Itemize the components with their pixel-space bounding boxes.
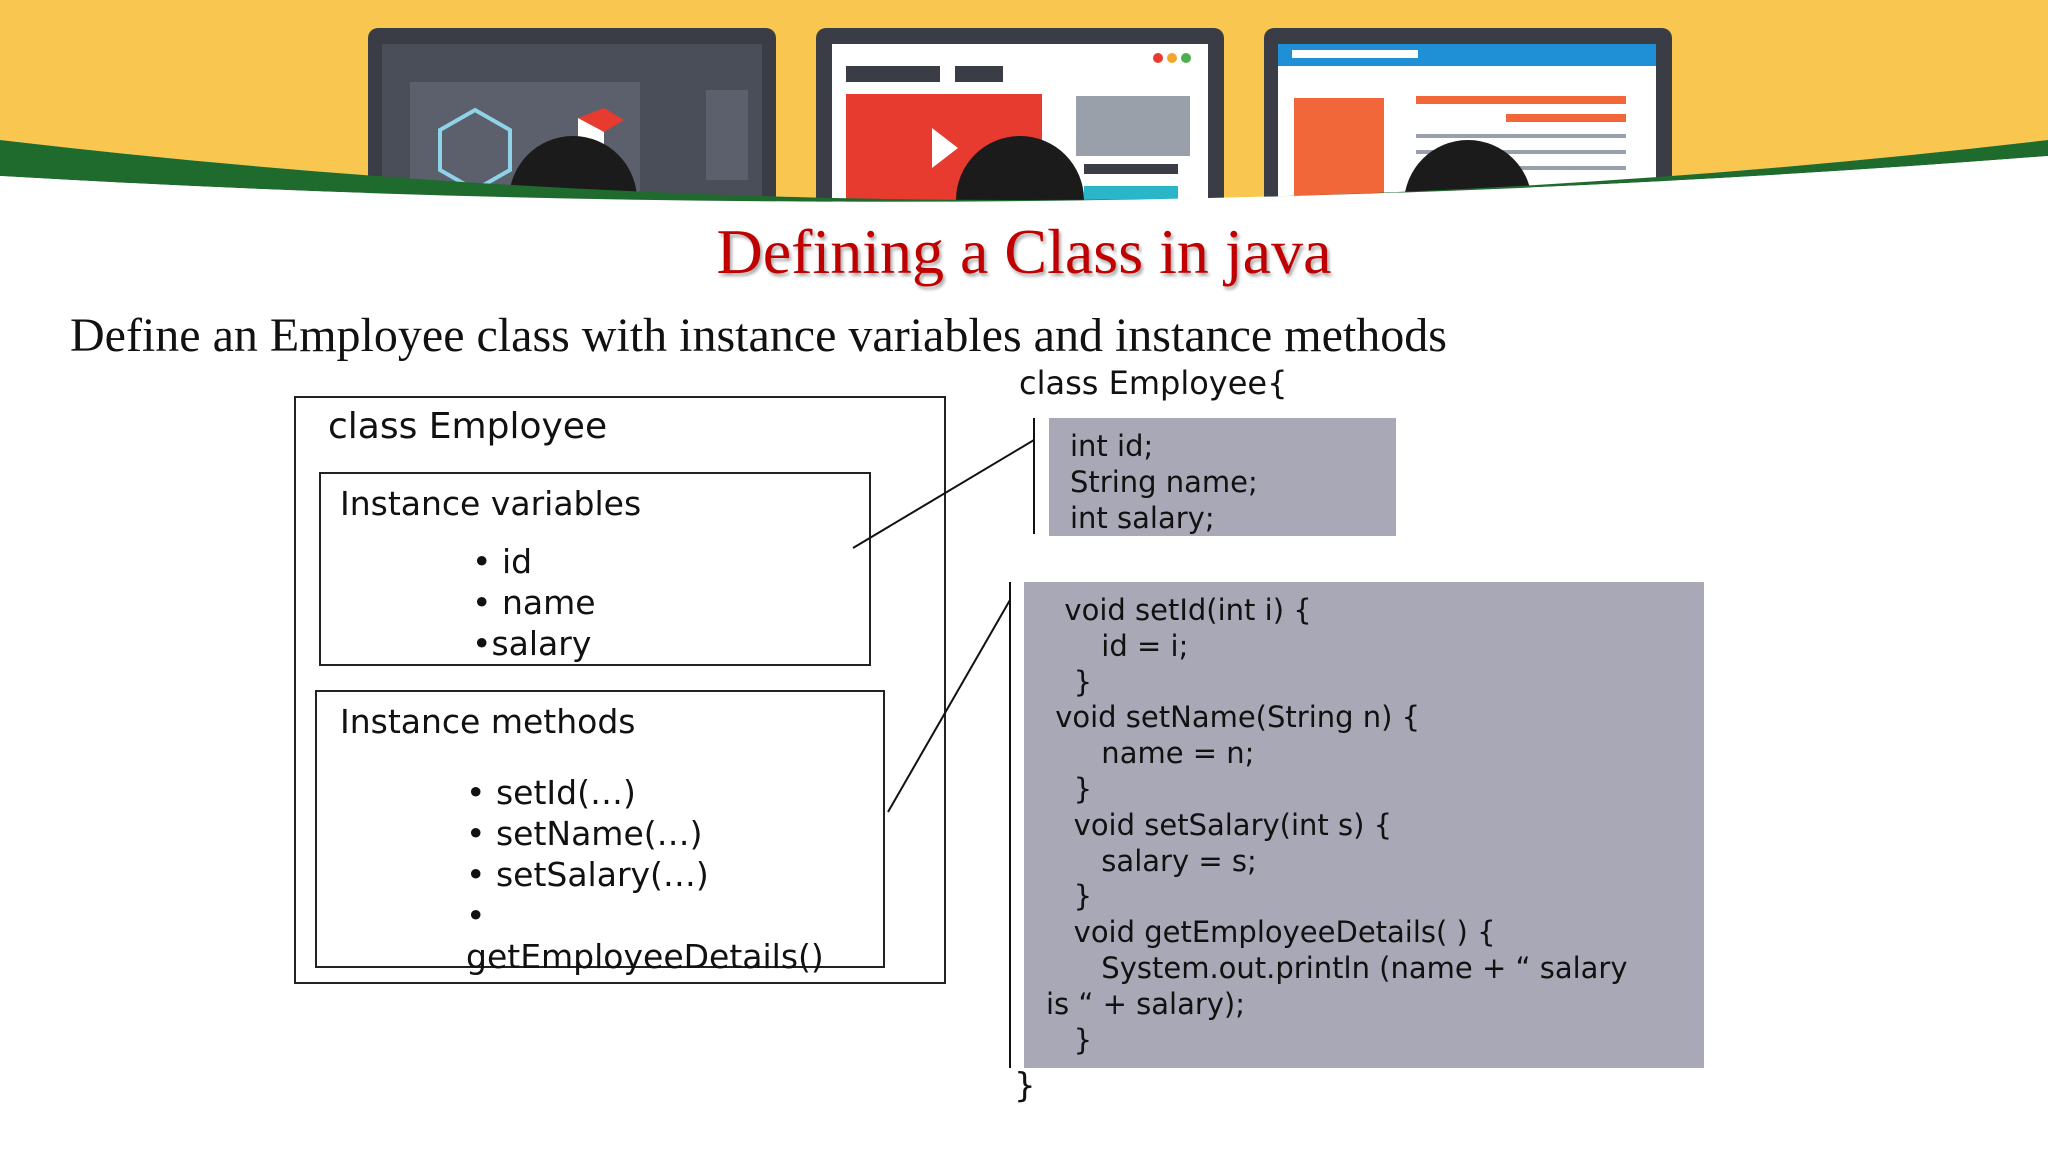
list-item: getEmployeeDetails() xyxy=(466,937,824,976)
code-line: void setName(String n) { xyxy=(1046,700,1421,735)
code-line: } xyxy=(1046,879,1093,914)
instance-methods-box xyxy=(315,690,885,968)
code-line: int salary; xyxy=(1070,500,1215,535)
instance-variables-box xyxy=(319,472,871,666)
code-line: } xyxy=(1046,771,1093,806)
code-line: String name; xyxy=(1070,464,1258,499)
code-line: System.out.println (name + “ salary xyxy=(1046,950,1628,985)
code-closing-brace: } xyxy=(1014,1066,1036,1106)
code-line: void setId(int i) { xyxy=(1046,593,1312,627)
code-line: int id; xyxy=(1070,429,1154,463)
code-line: void setSalary(int s) { xyxy=(1046,807,1393,842)
list-item: • setId(…) xyxy=(466,773,636,812)
slide-title: Defining a Class in java xyxy=(716,216,1332,287)
slide-subtitle: Define an Employee class with instance v… xyxy=(70,309,1447,362)
banner-illustration xyxy=(0,0,2048,240)
list-item: • id xyxy=(472,542,533,581)
instance-methods-heading: Instance methods xyxy=(340,702,636,741)
instance-methods-list: • setId(…) • setName(…) • setSalary(…) •… xyxy=(466,772,824,977)
fields-code-block xyxy=(1049,418,1396,536)
list-item: • xyxy=(466,896,486,935)
instance-variables-heading: Instance variables xyxy=(340,484,642,523)
code-line: id = i; xyxy=(1046,628,1189,663)
list-item: • setSalary(…) xyxy=(466,855,709,894)
code-line: name = n; xyxy=(1046,736,1255,771)
code-line: salary = s; xyxy=(1046,843,1257,878)
list-item: • setName(…) xyxy=(466,814,703,853)
class-diagram-box xyxy=(294,396,946,984)
fields-code-lines: int id; String name; int salary; xyxy=(1070,429,1258,536)
methods-code-lines: void setId(int i) { id = i; } void setNa… xyxy=(1046,593,1628,1058)
code-class-header: class Employee{ xyxy=(1019,364,1288,402)
list-item: •salary xyxy=(472,624,592,663)
class-diagram-label: class Employee xyxy=(328,406,608,447)
code-line: } xyxy=(1046,664,1093,699)
list-item: • name xyxy=(472,583,596,622)
methods-code-block xyxy=(1024,582,1704,1068)
code-line: void getEmployeeDetails( ) { xyxy=(1046,915,1496,950)
code-line: is “ + salary); xyxy=(1046,986,1246,1021)
code-line: } xyxy=(1046,1022,1093,1057)
instance-variables-list: • id • name •salary xyxy=(472,541,596,664)
